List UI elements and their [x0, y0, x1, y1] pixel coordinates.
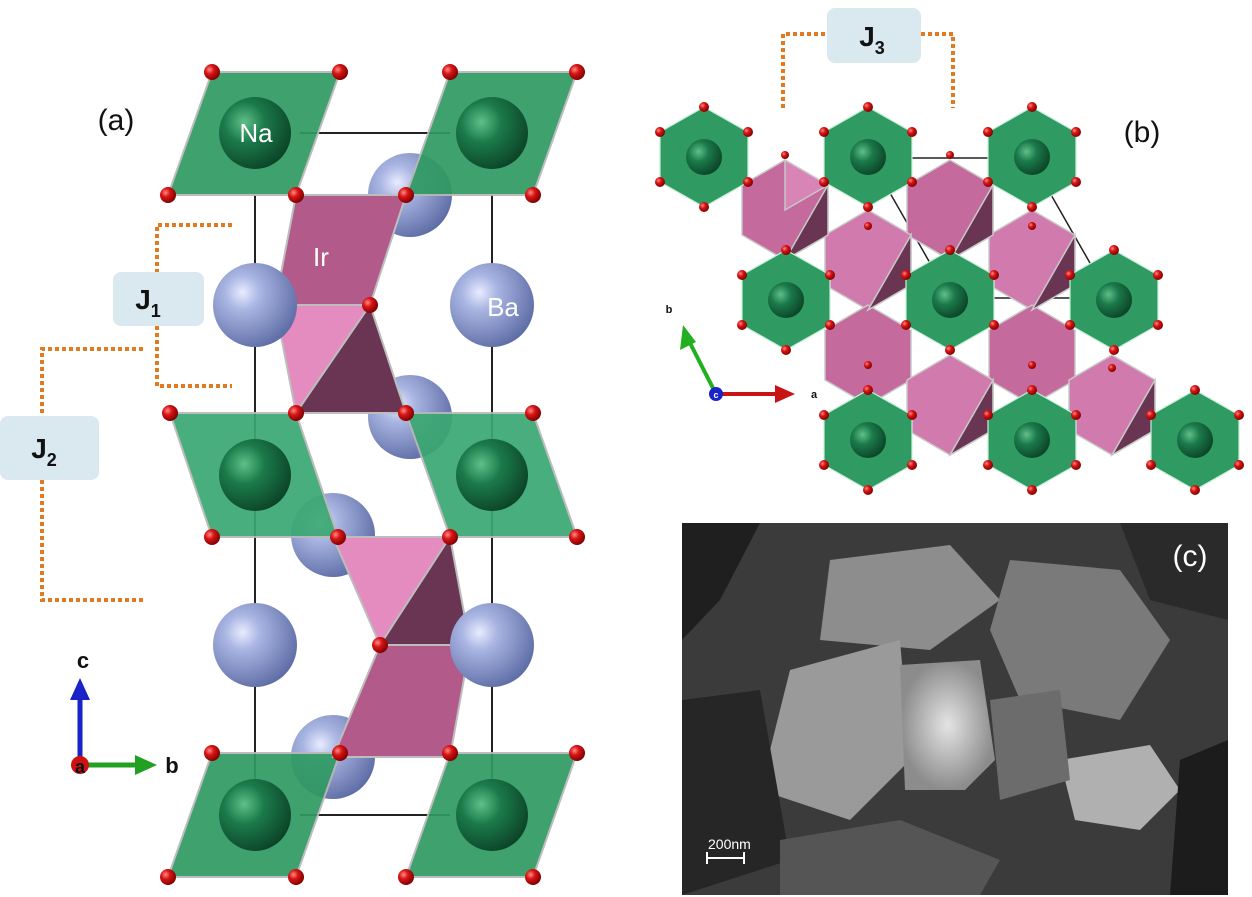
axis-label-a-a: a	[75, 757, 86, 777]
axis-label-c-a: c	[77, 648, 89, 673]
j2-box	[0, 416, 99, 480]
panel-a: Na Ir Ba (a) J1 J2 c	[0, 64, 585, 885]
panel-label-b: (b)	[1124, 116, 1161, 149]
panel-label-c: (c)	[1173, 540, 1208, 573]
axis-label-b-a: b	[165, 753, 178, 778]
j1-label: J1	[135, 284, 161, 321]
panel-c: (c) 200nm	[682, 523, 1228, 895]
axis-label-a-b: a	[811, 389, 818, 401]
panel-b: J3 (b)	[655, 8, 1244, 495]
j2-bracket	[40, 347, 143, 602]
j3-label: J3	[859, 21, 885, 58]
j1-box	[113, 272, 204, 326]
oxygen-atoms-a	[160, 64, 585, 885]
sem-crystals	[682, 523, 1228, 895]
label-na: Na	[239, 118, 273, 148]
j2-label: J2	[31, 433, 57, 470]
ba-spheres-front	[213, 263, 534, 687]
axis-label-c-b: c	[713, 390, 718, 400]
na-spheres-b	[686, 139, 1213, 458]
panel-label-a: (a)	[98, 104, 135, 137]
label-ir: Ir	[313, 242, 329, 272]
scale-bar-label: 200nm	[708, 836, 751, 852]
axes-triad-a	[70, 678, 157, 775]
j3-bracket	[781, 32, 955, 108]
j1-bracket	[155, 223, 232, 388]
oxygen-atoms-b	[655, 102, 1244, 495]
j3-box	[827, 8, 921, 63]
axes-triad-b	[680, 325, 795, 403]
label-ba: Ba	[487, 292, 519, 322]
na-spheres-a	[219, 97, 528, 851]
scale-bar	[706, 852, 745, 864]
axis-label-b-b: b	[666, 304, 673, 316]
ir-octahedra-b	[741, 158, 1156, 458]
